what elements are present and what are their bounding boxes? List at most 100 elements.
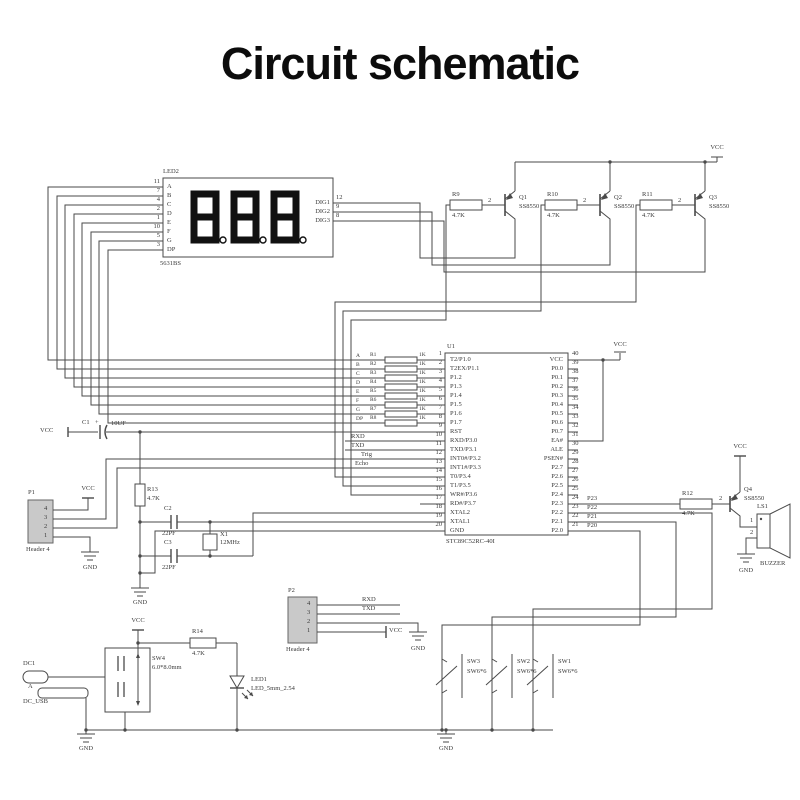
p1-ref: P1 (28, 489, 35, 496)
sw3-ref: SW3 (467, 658, 480, 665)
gnd-label: GND (438, 745, 454, 752)
mcu-pin-number: 19 (435, 512, 443, 519)
resistor-ref: R4 (370, 379, 377, 385)
resistor-ref: R5 (370, 388, 377, 394)
c1-value: 10UF (111, 420, 126, 427)
mcu-pin-number: 18 (435, 503, 443, 510)
p2-ref: P2 (288, 587, 295, 594)
power-input-symbols (22, 629, 553, 743)
mcu-pin-name: RST (450, 428, 462, 435)
mcu-pin-name: P1.5 (450, 401, 462, 408)
mcu-pin-number: 23 (572, 503, 579, 510)
q4-ref: Q4 (744, 486, 752, 493)
display-segment-label: DP (167, 246, 176, 253)
display-segment-label: C (167, 201, 172, 208)
x1-ref: X1 (220, 531, 228, 538)
mcu-pin-number: 36 (572, 386, 579, 393)
display-segment-label: E (167, 219, 171, 226)
mcu-pin-number: 26 (572, 476, 579, 483)
display-segment-pin: 2 (156, 205, 160, 212)
sw2-part: SW6*6 (517, 668, 537, 675)
junction-dots (84, 160, 707, 732)
p2-part: Header 4 (286, 646, 310, 653)
q1-base-pin: 2 (488, 197, 492, 204)
display-segment-pin: 1 (156, 214, 160, 221)
reset-circuit-symbols (67, 424, 445, 597)
sw2-ref: SW2 (517, 658, 530, 665)
mcu-pin-number: 32 (572, 422, 579, 429)
mcu-pin-name: TXD/P3.1 (450, 446, 477, 453)
usb-pin-a: A (28, 683, 33, 690)
net-rxd: RXD (351, 433, 365, 440)
dig1-label: DIG1 (315, 199, 330, 206)
digit-driver-symbols (334, 156, 723, 496)
resistor-network-symbols (384, 356, 445, 427)
q3-base-pin: 2 (678, 197, 682, 204)
led1-ref: LED1 (251, 676, 267, 683)
mcu-pin-number: 31 (572, 431, 579, 438)
display-segment-label: B (167, 192, 172, 199)
c1-ref: C1 (82, 419, 90, 426)
mcu-pin-name: P2.6 (551, 473, 563, 480)
p2-net-rxd: RXD (362, 596, 376, 603)
sw4-ref: SW4 (152, 655, 165, 662)
gnd-label: GND (82, 564, 98, 571)
net-trig: Trig (361, 451, 372, 458)
net-echo: Echo (355, 460, 369, 467)
gnd-label: GND (738, 567, 754, 574)
net-input-label: G (356, 407, 360, 413)
mcu-pin-name: T2/P1.0 (450, 356, 471, 363)
mcu-pin-name: P2.2 (551, 509, 563, 516)
mcu-pin-number: 1 (438, 350, 442, 357)
sw4-size: 6.0*8.0mm (152, 664, 182, 671)
vcc-label: VCC (389, 627, 403, 634)
c1-plus: + (95, 419, 99, 426)
display-part: 5631BS (160, 260, 181, 267)
display-segment-pin: 7 (156, 187, 160, 194)
mcu-pin-number: 17 (435, 494, 443, 501)
resistor-value: 1K (419, 370, 426, 376)
r13-value: 4.7K (147, 495, 160, 502)
mcu-pin-number: 28 (572, 458, 579, 465)
mcu-pin-number: 20 (435, 521, 443, 528)
p1-pin: 3 (44, 514, 48, 521)
mcu-pin-number: 33 (572, 413, 579, 420)
mcu-symbol (345, 351, 713, 650)
resistor-value: 1K (419, 415, 426, 421)
r12-value: 4.7K (682, 510, 695, 517)
mcu-pin-number: 15 (435, 476, 443, 483)
r12-ref: R12 (682, 490, 693, 497)
display-segment-pin: 11 (153, 178, 160, 185)
mcu-pin-number: 11 (435, 440, 442, 447)
mcu-pin-number: 3 (438, 368, 442, 375)
display-segment-label: F (167, 228, 171, 235)
resistor-value: 1K (419, 361, 426, 367)
p2-pin: 4 (307, 600, 311, 607)
mcu-pin-name: XTAL2 (450, 509, 471, 516)
mcu-pin-name: P2.3 (551, 500, 563, 507)
mcu-pin-name: INT0#/P3.2 (450, 455, 481, 462)
mcu-pin-name: P1.4 (450, 392, 462, 399)
display-decimal-points (219, 236, 307, 244)
vcc-label: VCC (613, 341, 627, 348)
mcu-pin-number: 38 (572, 368, 579, 375)
display-segment-pin: 4 (156, 196, 160, 203)
gnd-label: GND (78, 745, 94, 752)
p1-part: Header 4 (26, 546, 50, 553)
gnd-label: GND (410, 645, 426, 652)
mcu-pin-number: 2 (438, 359, 442, 366)
c3-ref: C3 (164, 539, 172, 546)
c3-value: 22PF (162, 564, 176, 571)
mcu-pin-number: 25 (572, 485, 579, 492)
mcu-pin-name: VCC (549, 356, 563, 363)
resistor-ref: R6 (370, 397, 377, 403)
crystal-circuit-symbols (140, 512, 445, 574)
net-input-label: E (356, 389, 360, 395)
mcu-pin-name: P0.4 (551, 401, 563, 408)
c2-ref: C2 (164, 505, 172, 512)
dc1-ref: DC1 (23, 660, 36, 667)
vcc-label: VCC (81, 485, 95, 492)
p2-net-txd: TXD (362, 605, 376, 612)
q1-part: SS8550 (519, 203, 540, 210)
